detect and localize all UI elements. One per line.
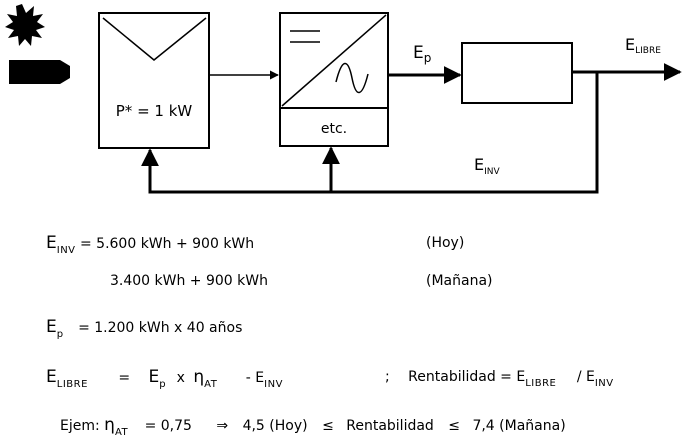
equation-rentabilidad: ; Rentabilidad = ELIBRE / EINV — [385, 369, 614, 389]
inverter-etc-box — [279, 107, 389, 147]
load-box — [461, 42, 573, 104]
panel-v-mark — [102, 17, 207, 61]
equation-einv-today: EINV = 5.600 kWh + 900 kWh — [46, 233, 255, 256]
note-tomorrow: (Mañana) — [426, 273, 493, 289]
ep-label: Ep — [413, 43, 431, 65]
solar-panel-box — [98, 12, 210, 149]
equation-einv-tomorrow: 3.400 kWh + 900 kWh — [110, 273, 268, 289]
einv-label: EINV — [474, 155, 500, 177]
ac-sine-symbol — [335, 62, 369, 94]
sun-icon — [5, 4, 45, 46]
note-today: (Hoy) — [426, 235, 465, 251]
inverter-etc-label: etc. — [321, 121, 347, 137]
energy-source-icon — [9, 60, 70, 84]
equation-example: Ejem: ηAT = 0,75 ⇒ 4,5 (Hoy) ≤ Rentabili… — [60, 415, 566, 438]
inverter-diagonal — [281, 14, 387, 107]
einv-feedback-line — [141, 72, 599, 194]
elibre-label: ELIBRE — [625, 35, 661, 56]
equation-ep: Ep = 1.200 kWh x 40 años — [46, 317, 243, 340]
equation-elibre: ELIBRE = Ep x ηAT - EINV — [46, 367, 283, 390]
panel-power-label: P* = 1 kW — [116, 102, 193, 120]
